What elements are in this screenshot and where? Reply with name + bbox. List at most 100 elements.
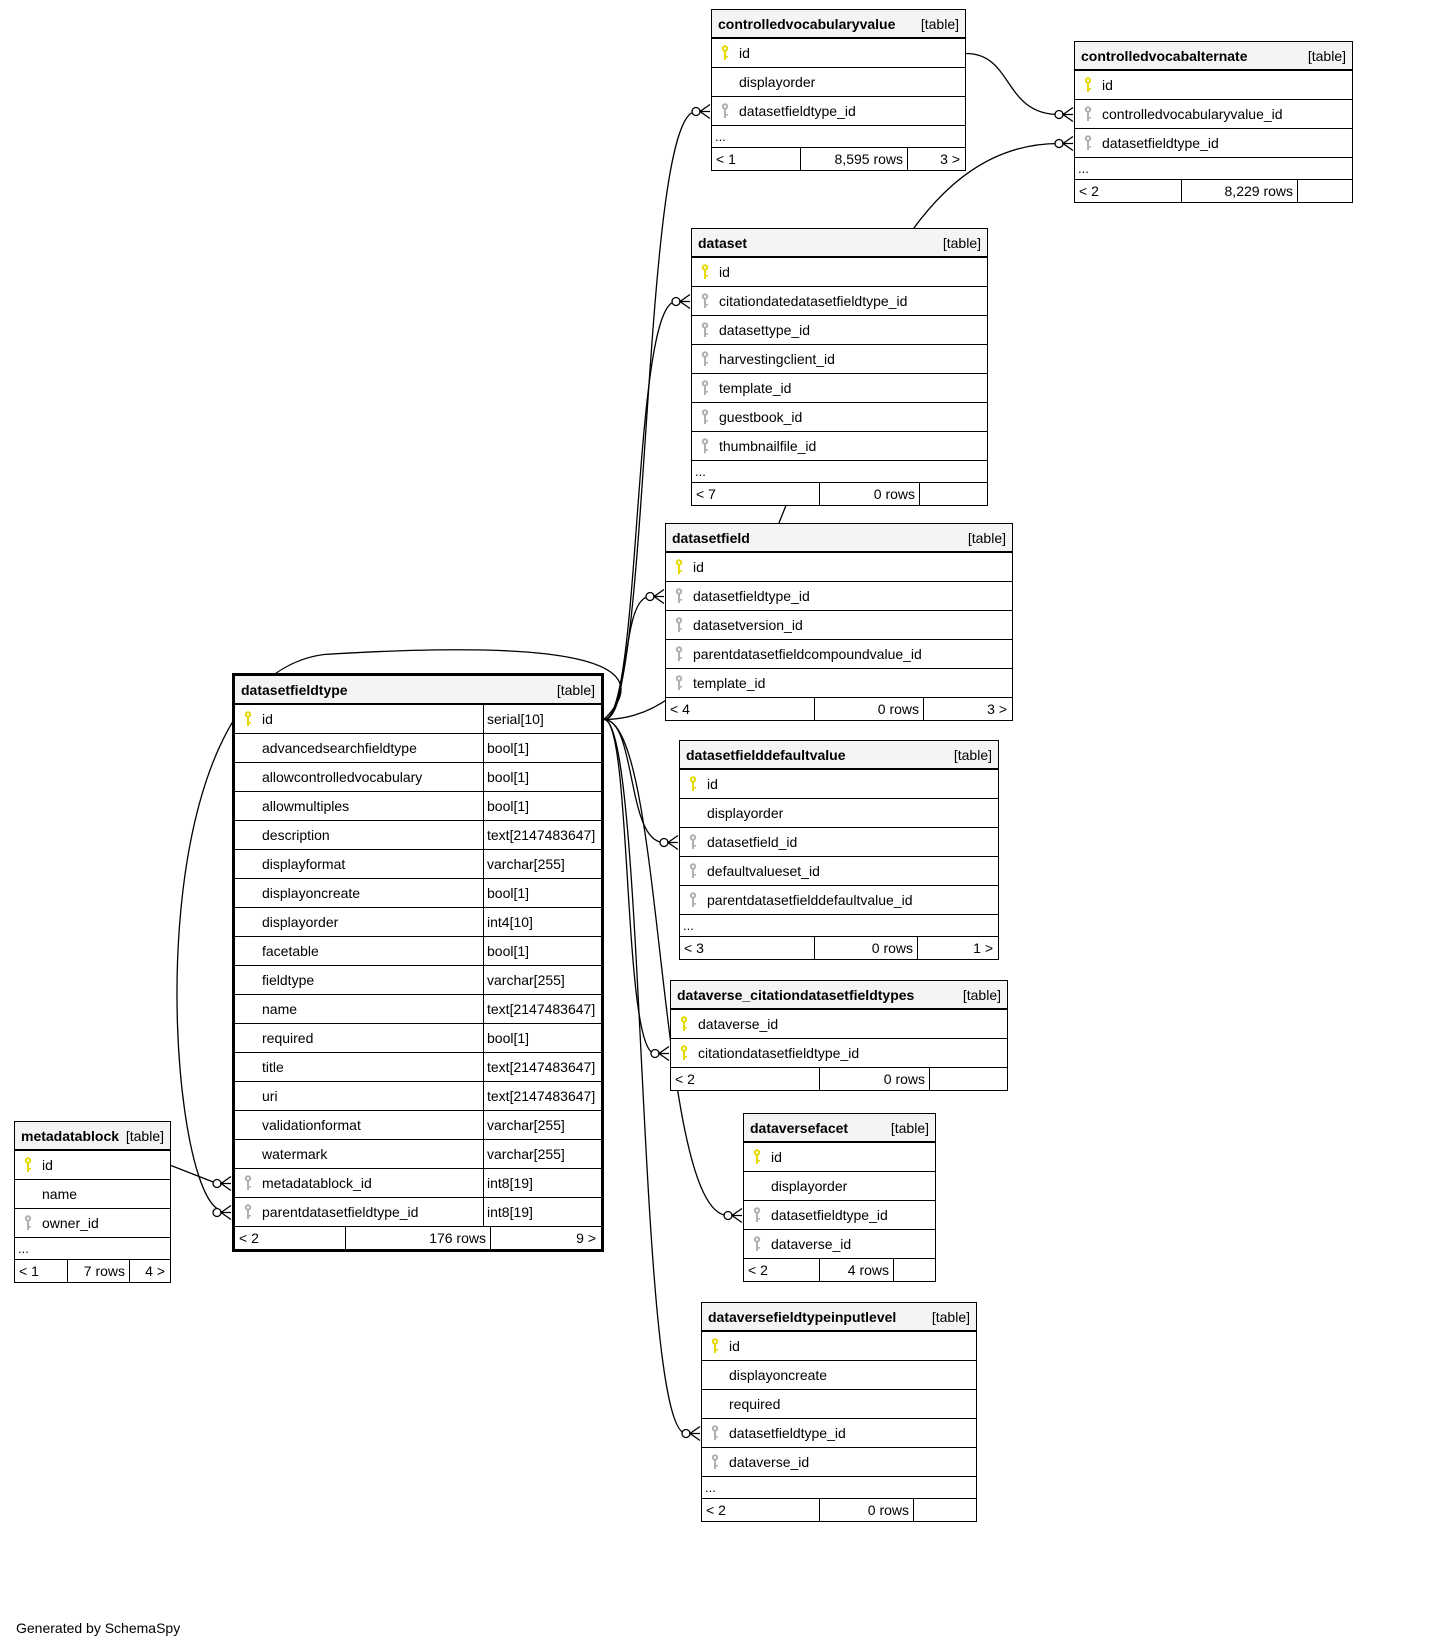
column-row[interactable]: datasetfieldtype_id <box>1075 129 1352 158</box>
column-row[interactable]: datasetversion_id <box>666 611 1012 640</box>
parents-count[interactable]: < 4 <box>666 698 815 720</box>
table-header[interactable]: dataset[table] <box>692 229 987 258</box>
column-row[interactable]: displayorder <box>744 1172 935 1201</box>
children-count[interactable] <box>930 1068 1007 1090</box>
table-header[interactable]: datasetfieldtype[table] <box>235 676 601 705</box>
column-row[interactable]: displayorder <box>712 68 965 97</box>
table-header[interactable]: controlledvocabalternate[table] <box>1075 42 1352 71</box>
column-row[interactable]: datasetfieldtype_id <box>744 1201 935 1230</box>
children-count[interactable]: 9 > <box>576 1230 596 1246</box>
table-header[interactable]: datasetfielddefaultvalue[table] <box>680 741 998 770</box>
column-row[interactable]: guestbook_id <box>692 403 987 432</box>
children-count[interactable]: 4 > <box>145 1263 165 1279</box>
children-count[interactable]: 3 > <box>940 151 960 167</box>
parents-count[interactable]: < 2 <box>744 1259 820 1281</box>
column-row[interactable]: parentdatasetfielddefaultvalue_id <box>680 886 998 915</box>
table-name[interactable]: dataset <box>698 234 748 251</box>
children-count[interactable]: 3 > <box>987 701 1007 717</box>
table-header[interactable]: datasetfield[table] <box>666 524 1012 553</box>
table-name[interactable]: dataverse_citationdatasetfieldtypes <box>677 986 915 1003</box>
column-row[interactable]: id <box>702 1332 976 1361</box>
column-row[interactable]: datasetfieldtype_id <box>702 1419 976 1448</box>
children-count[interactable] <box>914 1499 976 1521</box>
column-row[interactable]: template_id <box>666 669 1012 698</box>
parents-count[interactable]: < 1 <box>712 148 801 170</box>
parents-count[interactable]: < 2 <box>702 1499 820 1521</box>
parents-count[interactable]: < 2 <box>671 1068 820 1090</box>
table-name[interactable]: metadatablock <box>21 1127 120 1144</box>
table-name[interactable]: dataversefacet <box>750 1119 849 1136</box>
parents-count[interactable]: < 7 <box>692 483 820 505</box>
column-row[interactable]: datasetfieldtype_id <box>666 582 1012 611</box>
column-row[interactable]: datasetfield_id <box>680 828 998 857</box>
children-count[interactable] <box>1298 180 1352 202</box>
column-row[interactable]: id <box>744 1143 935 1172</box>
children-count[interactable] <box>920 483 987 505</box>
parents-count[interactable]: < 2 <box>1075 180 1182 202</box>
column-row[interactable]: citationdatedatasetfieldtype_id <box>692 287 987 316</box>
column-row[interactable]: parentdatasetfieldcompoundvalue_id <box>666 640 1012 669</box>
children-count[interactable] <box>894 1259 935 1281</box>
table-header[interactable]: controlledvocabularyvalue[table] <box>712 10 965 39</box>
parents-count[interactable]: < 3 <box>680 937 815 959</box>
column-row[interactable]: displayoncreate <box>702 1361 976 1390</box>
parents-count[interactable]: < 2 <box>235 1227 346 1249</box>
table-header[interactable]: metadatablock[table] <box>15 1122 170 1151</box>
column-row[interactable]: controlledvocabularyvalue_id <box>1075 100 1352 129</box>
column-row[interactable]: displayorder <box>680 799 998 828</box>
column-row[interactable]: datasetfieldtype_id <box>712 97 965 126</box>
column-row[interactable]: datasettype_id <box>692 316 987 345</box>
column-row[interactable]: name <box>15 1180 170 1209</box>
column-row[interactable]: required <box>702 1390 976 1419</box>
column-row[interactable]: id <box>712 39 965 68</box>
children-count[interactable]: 1 > <box>973 940 993 956</box>
column-row[interactable]: owner_id <box>15 1209 170 1238</box>
parents-count[interactable]: < 1 <box>15 1260 68 1282</box>
table-name[interactable]: datasetfieldtype <box>241 681 348 698</box>
table-name[interactable]: datasetfielddefaultvalue <box>686 746 846 763</box>
column-row[interactable]: id <box>1075 71 1352 100</box>
column-row[interactable]: id <box>680 770 998 799</box>
table-name[interactable]: controlledvocabalternate <box>1081 47 1248 64</box>
column-row[interactable]: id <box>692 258 987 287</box>
table-name[interactable]: controlledvocabularyvalue <box>718 15 896 32</box>
table-header[interactable]: dataversefieldtypeinputlevel[table] <box>702 1303 976 1332</box>
column-row[interactable]: dataverse_id <box>744 1230 935 1259</box>
table-header[interactable]: dataversefacet[table] <box>744 1114 935 1143</box>
column-row[interactable]: defaultvalueset_id <box>680 857 998 886</box>
table-name[interactable]: dataversefieldtypeinputlevel <box>708 1308 897 1325</box>
column-row[interactable]: dataverse_id <box>671 1010 1007 1039</box>
column-row[interactable]: id <box>15 1151 170 1180</box>
column-row[interactable]: dataverse_id <box>702 1448 976 1477</box>
table-dataverse-citationdatasetfieldtypes[interactable]: dataverse_citationdatasetfieldtypes[tabl… <box>670 980 1008 1091</box>
column-row[interactable]: harvestingclient_id <box>692 345 987 374</box>
column-row[interactable]: citationdatasetfieldtype_id <box>671 1039 1007 1068</box>
table-header[interactable]: dataverse_citationdatasetfieldtypes[tabl… <box>671 981 1007 1010</box>
column-row[interactable]: id <box>666 553 1012 582</box>
column-row[interactable]: thumbnailfile_id <box>692 432 987 461</box>
